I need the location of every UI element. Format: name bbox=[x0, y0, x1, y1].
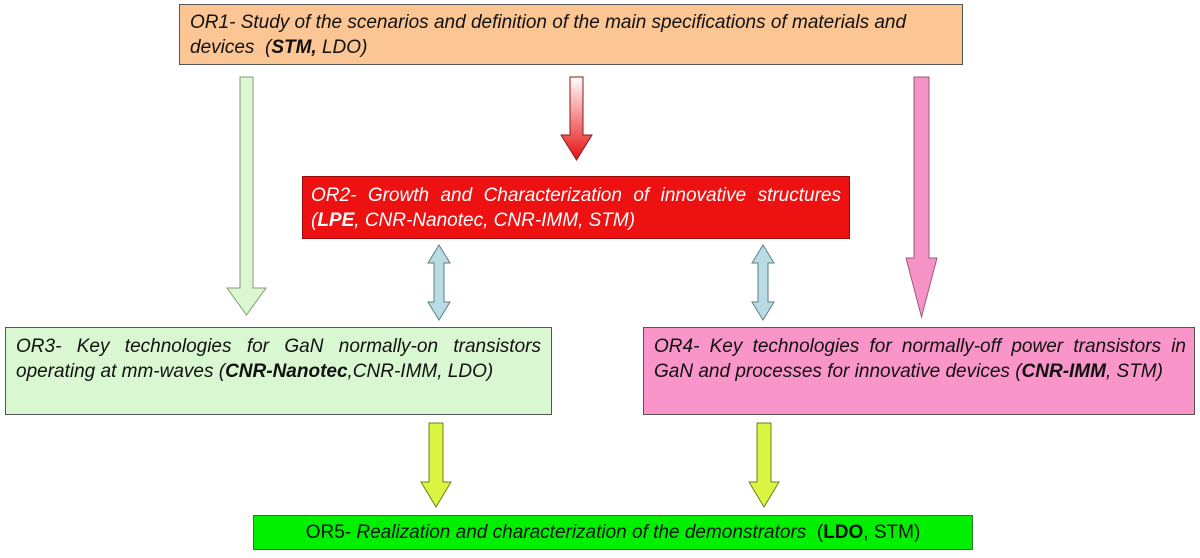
node-or4: OR4- Key technologies for normally-off p… bbox=[643, 327, 1195, 415]
or4-prefix: OR4- bbox=[654, 336, 710, 357]
or4-title: Key technologies for normally-off power … bbox=[654, 336, 1186, 382]
or2-partner-lead: LPE bbox=[317, 210, 355, 231]
arrow-or1-to-or2 bbox=[560, 76, 593, 161]
or2-partner-rest: , CNR-Nanotec, CNR-IMM, STM bbox=[354, 210, 629, 231]
or5-partner-rest: , STM bbox=[863, 522, 914, 543]
or1-prefix: OR1- bbox=[190, 12, 241, 33]
or2-prefix: OR2- bbox=[311, 185, 368, 206]
or4-partner-lead: CNR-IMM bbox=[1021, 361, 1106, 382]
arrow-or1-to-or4 bbox=[905, 76, 938, 319]
or4-partner-rest: , STM bbox=[1105, 361, 1157, 382]
or3-partner-lead: CNR-Nanotec bbox=[225, 361, 348, 382]
arrow-or2-or3-bidirectional bbox=[427, 244, 451, 321]
or1-title: Study of the scenarios and definition of… bbox=[190, 12, 907, 58]
node-or2: OR2- Growth and Characterization of inno… bbox=[302, 176, 850, 239]
arrow-or4-to-or5 bbox=[748, 422, 780, 508]
or3-title: Key technologies for GaN normally-on tra… bbox=[16, 336, 541, 382]
or3-partner-rest: ,CNR-IMM, LDO bbox=[347, 361, 487, 382]
or5-prefix: OR5- bbox=[305, 522, 357, 543]
node-or5: OR5- Realization and characterization of… bbox=[253, 515, 973, 550]
or3-prefix: OR3- bbox=[16, 336, 77, 357]
or5-title: Realization and characterization of the … bbox=[356, 522, 807, 543]
or2-title: Growth and Characterization of innovativ… bbox=[367, 185, 841, 206]
arrow-or2-or4-bidirectional bbox=[751, 244, 775, 321]
node-or1: OR1- Study of the scenarios and definiti… bbox=[179, 4, 963, 65]
or5-partner-lead: LDO bbox=[823, 522, 864, 543]
arrow-or1-to-or3 bbox=[226, 76, 267, 316]
arrow-or3-to-or5 bbox=[420, 422, 452, 508]
or1-partner-lead: STM, bbox=[271, 37, 317, 58]
node-or3: OR3- Key technologies for GaN normally-o… bbox=[5, 327, 552, 415]
or1-partner-rest: LDO bbox=[316, 37, 362, 58]
